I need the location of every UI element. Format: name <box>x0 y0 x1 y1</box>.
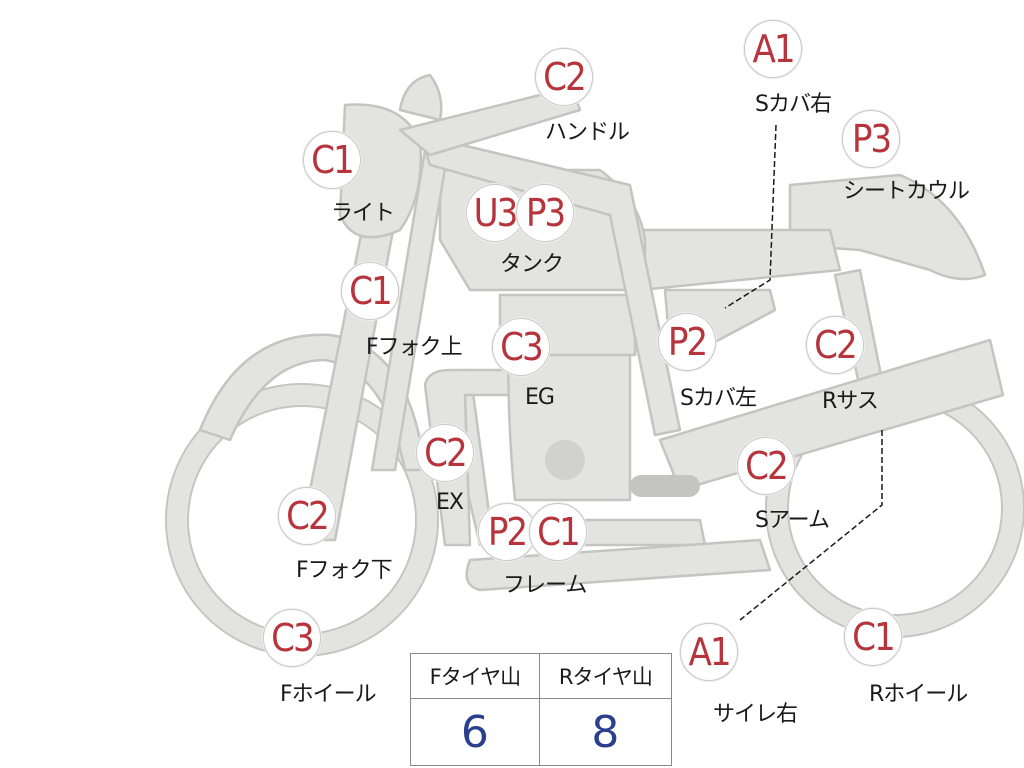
side-cover-l-grade-marker: P2 <box>658 313 716 371</box>
muffler-r-leader <box>739 430 883 621</box>
frame-label: フレーム <box>503 573 587 598</box>
swingarm-label: Sアーム <box>755 508 830 533</box>
side-cover-r-label: Sカバ右 <box>755 92 832 117</box>
fork-lower-label: Fフォク下 <box>296 558 393 583</box>
frame-c-grade-marker: C1 <box>529 503 587 561</box>
rear-tire-header: Rタイヤ山 <box>538 653 673 699</box>
side-cover-r-leader <box>724 124 777 309</box>
tank-p-grade-marker: P3 <box>516 184 574 242</box>
frame-p-grade-marker: P2 <box>478 503 536 561</box>
exhaust-label: EX <box>436 490 464 515</box>
rear-wheel-label: Rホイール <box>869 682 968 707</box>
seat-cowl-shape <box>788 173 987 281</box>
headlight-shape <box>338 103 423 239</box>
seat-cowl-label: シートカウル <box>843 179 970 204</box>
light-label: ライト <box>331 201 395 226</box>
muffler-r-label: サイレ右 <box>713 702 798 727</box>
handle-grade-marker: C2 <box>535 48 593 106</box>
fork-upper-label: Fフォク上 <box>366 335 463 360</box>
tank-label: タンク <box>500 252 564 277</box>
engine-grade-marker: C3 <box>492 318 550 376</box>
fork-upper-grade-marker: C1 <box>341 262 399 320</box>
front-tire-header: Fタイヤ山 <box>410 653 540 699</box>
muffler-r-grade-marker: A1 <box>680 623 738 681</box>
rear-sus-grade-marker: C2 <box>806 316 864 374</box>
tank-u-grade-marker: U3 <box>466 184 524 242</box>
rear-sus-label: Rサス <box>822 389 879 414</box>
front-wheel-label: Fホイール <box>280 682 377 707</box>
exhaust-grade-marker: C2 <box>416 424 474 482</box>
rear-wheel-grade-marker: C1 <box>844 608 902 666</box>
seat-cowl-grade-marker: P3 <box>842 110 900 168</box>
front-wheel-grade-marker: C3 <box>263 609 321 667</box>
tire-tread-table: Fタイヤ山 Rタイヤ山 6 8 <box>410 653 673 766</box>
side-cover-r-grade-marker: A1 <box>744 20 802 78</box>
engine-label: EG <box>525 385 555 410</box>
side-cover-l-label: Sカバ左 <box>680 386 757 411</box>
swingarm-grade-marker: C2 <box>737 437 795 495</box>
rear-tire-value: 8 <box>538 698 673 766</box>
front-tire-value: 6 <box>410 698 540 766</box>
light-grade-marker: C1 <box>303 131 361 189</box>
fork-lower-grade-marker: C2 <box>278 487 336 545</box>
handle-label: ハンドル <box>545 120 630 145</box>
